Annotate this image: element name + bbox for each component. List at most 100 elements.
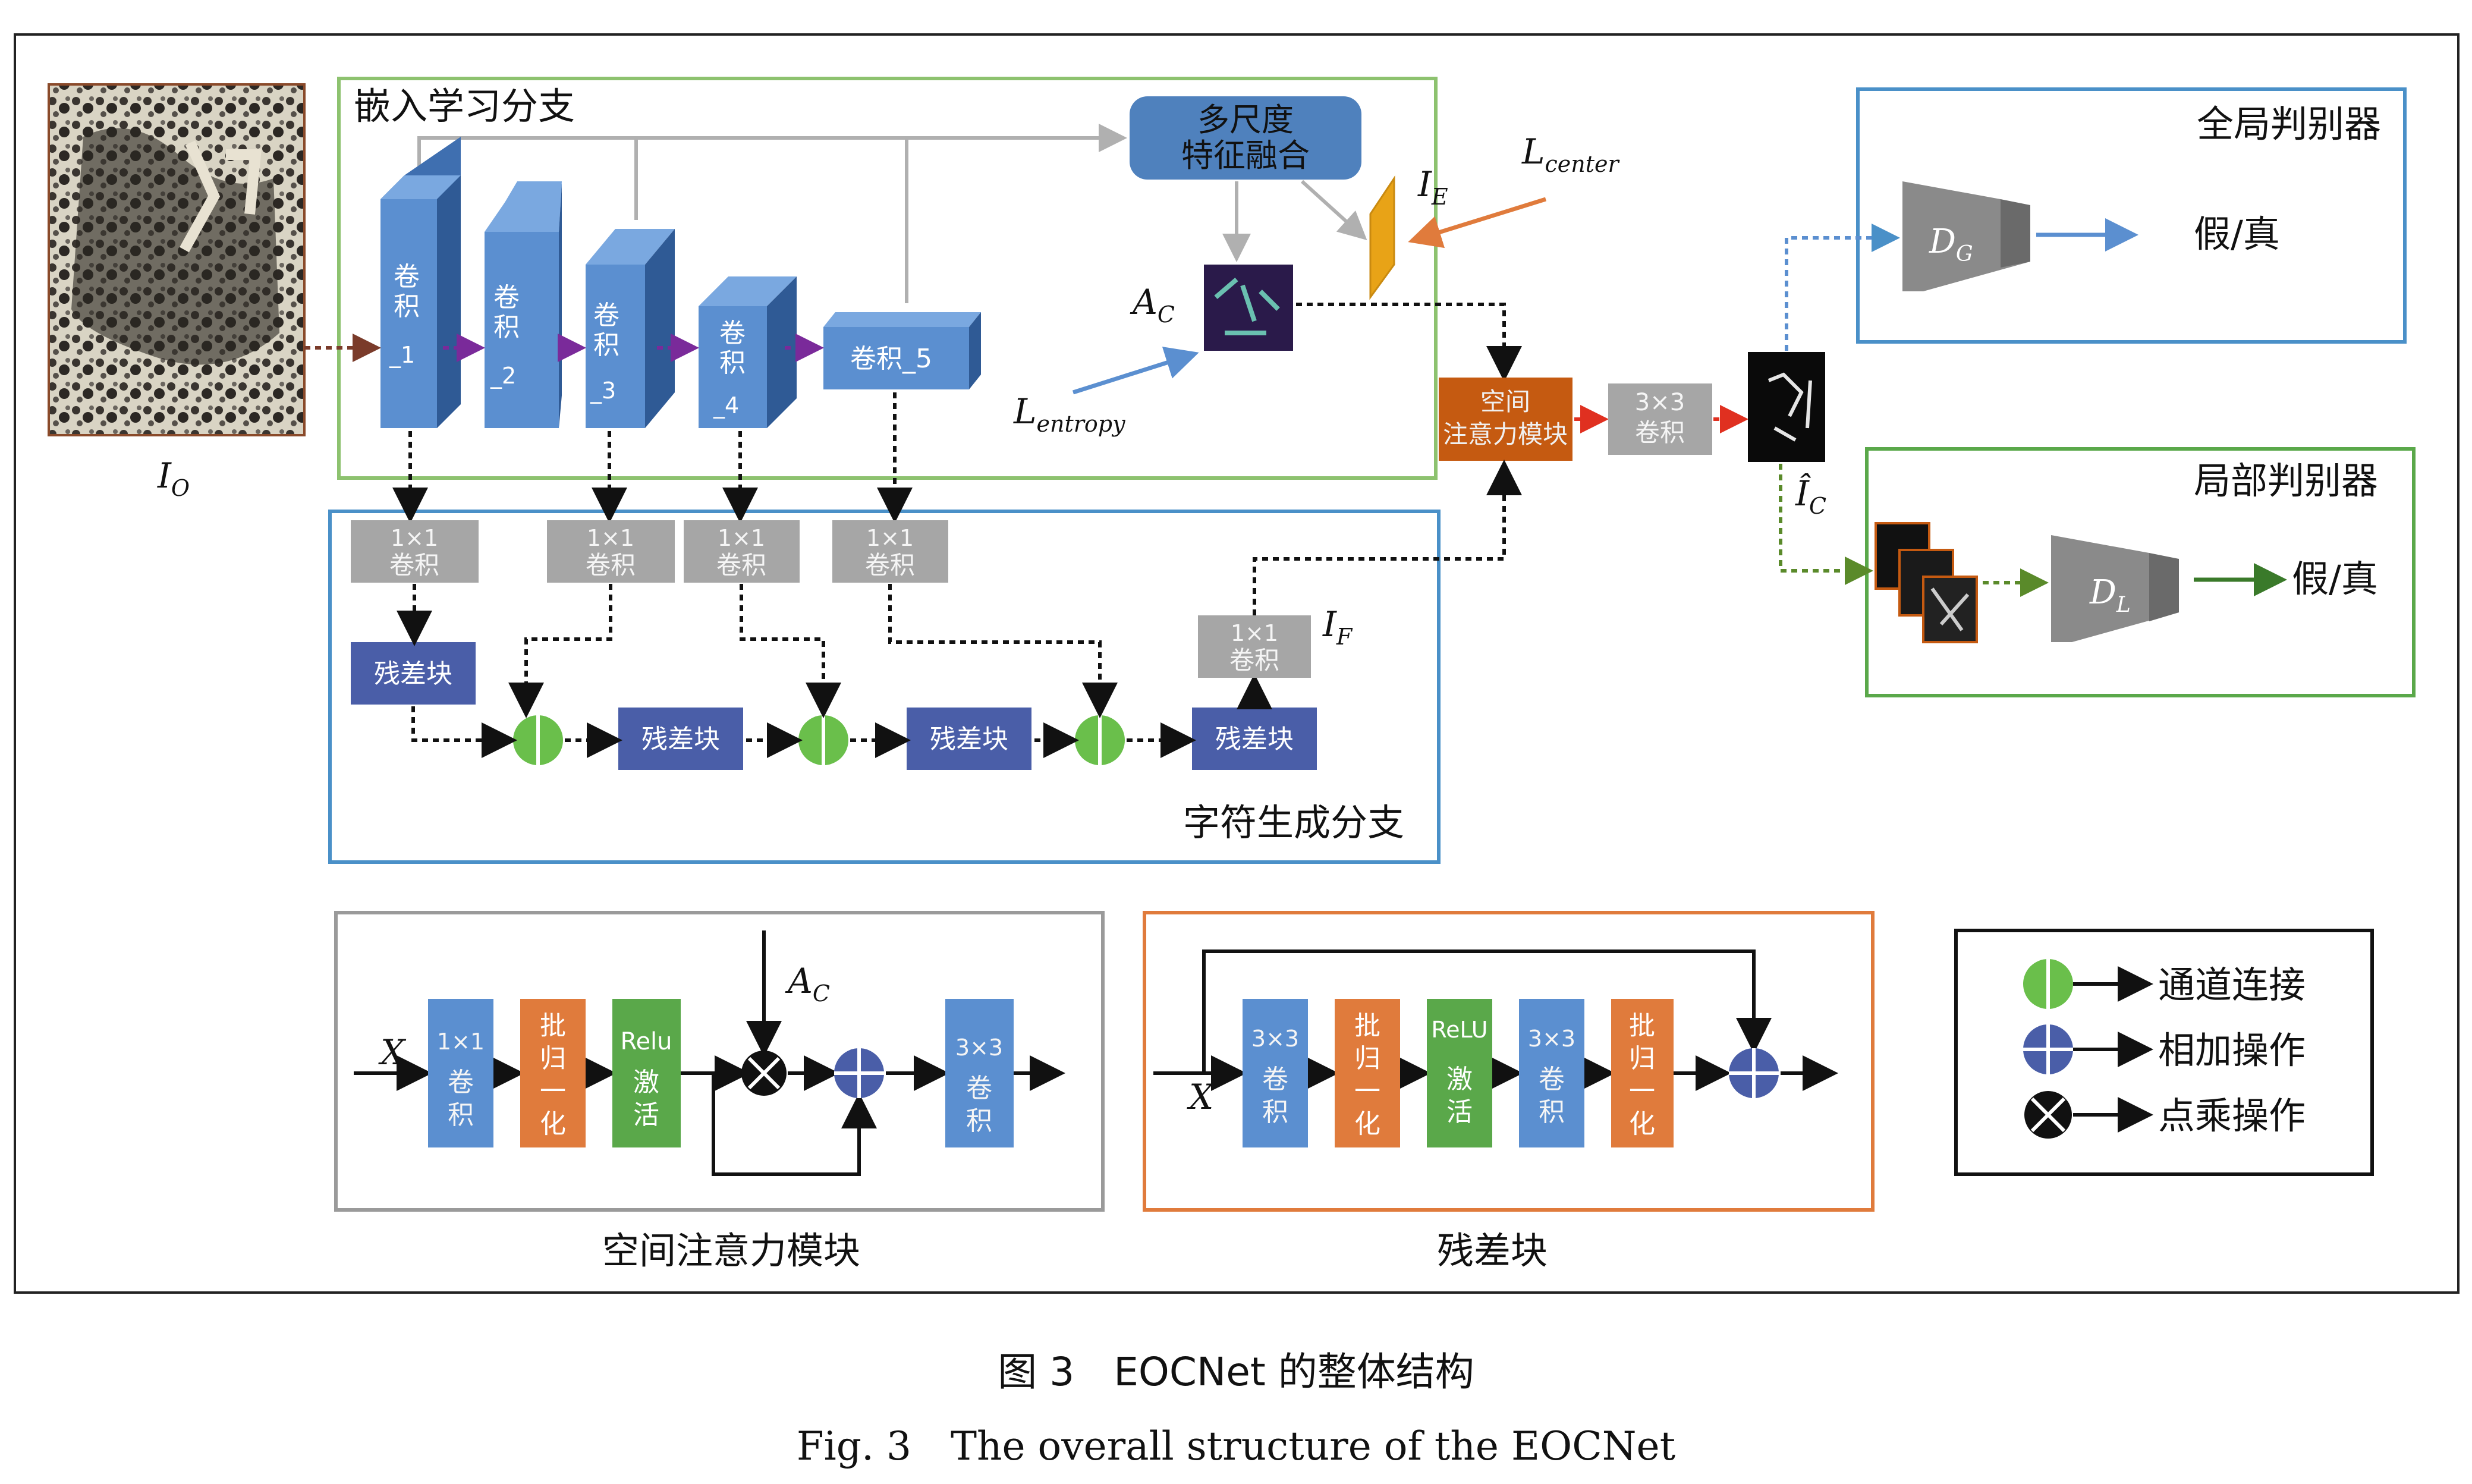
svg-text:卷: 卷 — [448, 1067, 474, 1098]
svg-text:卷积: 卷积 — [586, 551, 636, 580]
svg-text:_4: _4 — [713, 392, 739, 419]
svg-text:残差块: 残差块 — [374, 659, 452, 689]
svg-text:积: 积 — [1262, 1097, 1288, 1127]
svg-text:积: 积 — [493, 312, 520, 342]
svg-text:积: 积 — [593, 330, 619, 360]
output-image — [1748, 352, 1825, 462]
conv-block-2: 卷 积 _2 — [485, 181, 562, 428]
svg-text:3×3: 3×3 — [1528, 1026, 1575, 1052]
res-detail-arrows — [1153, 949, 1838, 1091]
svg-text:1×1: 1×1 — [587, 525, 634, 551]
svg-text:1×1: 1×1 — [866, 525, 914, 551]
sam-detail-add — [834, 1048, 884, 1098]
res-detail-bn-b: 批 归 一 化 — [1611, 999, 1674, 1147]
global-disc-box — [1856, 87, 2407, 344]
svg-text:点乘操作: 点乘操作 — [2158, 1094, 2306, 1137]
resblock-4: 残差块 — [1192, 708, 1317, 770]
resblock-3: 残差块 — [907, 708, 1031, 770]
svg-text:特征融合: 特征融合 — [1181, 137, 1310, 174]
svg-text:一: 一 — [540, 1076, 566, 1106]
dg-output-label: 假/真 — [2194, 212, 2280, 256]
svg-text:_3: _3 — [590, 378, 616, 404]
svg-text:积: 积 — [394, 291, 420, 322]
sam-detail-ac: AC — [785, 961, 830, 1007]
svg-text:化: 化 — [540, 1109, 566, 1139]
svg-text:归: 归 — [1629, 1043, 1655, 1074]
svg-text:化: 化 — [1629, 1109, 1655, 1139]
svg-text:批: 批 — [540, 1011, 566, 1041]
lentropy-arrow — [1072, 347, 1199, 395]
svg-text:积: 积 — [966, 1106, 992, 1136]
char-branch-arrows — [397, 460, 1522, 758]
conv-block-1: 卷 积 _1 — [380, 137, 461, 428]
svg-text:卷积: 卷积 — [1635, 418, 1685, 447]
svg-text:卷积_5: 卷积_5 — [850, 344, 932, 374]
discriminator-dl: DL — [2051, 535, 2179, 642]
svg-text:卷积: 卷积 — [716, 551, 766, 580]
concat-node-1 — [513, 715, 563, 765]
down-arrows — [392, 392, 913, 523]
res-detail-input: X — [1187, 1077, 1215, 1117]
svg-text:积: 积 — [1539, 1097, 1565, 1127]
conv1x1-a: 1×1 卷积 — [351, 520, 479, 583]
discriminator-dg: DG — [1902, 181, 2030, 291]
conv-block-5: 卷积_5 — [823, 312, 981, 389]
label-lcenter: Lcenter — [1521, 131, 1621, 177]
svg-text:多尺度: 多尺度 — [1197, 101, 1294, 139]
concat-node-3 — [1075, 715, 1125, 765]
svg-text:卷积: 卷积 — [1229, 646, 1279, 675]
svg-text:ReLU: ReLU — [1431, 1017, 1487, 1043]
svg-text:Relu: Relu — [620, 1028, 672, 1055]
svg-text:一: 一 — [1629, 1076, 1655, 1106]
label-ic: ÎC — [1795, 473, 1826, 519]
svg-text:积: 积 — [448, 1100, 474, 1130]
embed-branch-label: 嵌入学习分支 — [354, 84, 575, 128]
sam-detail-bn: 批 归 一 化 — [520, 999, 586, 1147]
legend-concat: 通道连接 — [2023, 959, 2306, 1009]
res-detail-conv3x3-a: 3×3 卷 积 — [1243, 999, 1308, 1147]
label-ac: AC — [1130, 282, 1175, 328]
res-detail-add — [1729, 1048, 1779, 1098]
res-detail-box — [1143, 911, 1875, 1212]
char-branch-label: 字符生成分支 — [1183, 801, 1404, 844]
svg-text:卷: 卷 — [593, 300, 619, 331]
svg-text:积: 积 — [719, 348, 746, 378]
res-detail-bn-a: 批 归 一 化 — [1335, 999, 1400, 1147]
sam-detail-conv3x3: 3×3 卷 积 — [945, 999, 1014, 1147]
svg-text:化: 化 — [1354, 1109, 1380, 1139]
dl-output-label: 假/真 — [2292, 557, 2378, 600]
label-io: IO — [157, 455, 190, 501]
svg-text:批: 批 — [1629, 1011, 1655, 1041]
svg-text:残差块: 残差块 — [641, 724, 720, 754]
svg-text:残差块: 残差块 — [1215, 724, 1294, 754]
lcenter-arrow — [1408, 197, 1547, 249]
svg-text:卷积: 卷积 — [389, 551, 439, 580]
input-image — [48, 83, 306, 436]
svg-text:_2: _2 — [490, 363, 516, 389]
svg-text:1×1: 1×1 — [1231, 620, 1278, 646]
svg-text:卷: 卷 — [493, 282, 520, 313]
resblock-1: 残差块 — [351, 642, 476, 705]
res-detail-conv3x3-b: 3×3 卷 积 — [1519, 999, 1584, 1147]
svg-text:卷: 卷 — [1539, 1064, 1565, 1095]
embed-branch-box — [337, 77, 1438, 480]
svg-text:DL: DL — [2089, 573, 2131, 617]
outer-frame — [14, 33, 2460, 1294]
legend-multiply: 点乘操作 — [2024, 1091, 2306, 1139]
svg-text:空间: 空间 — [1480, 387, 1530, 416]
conv-block-4: 卷 积 _4 — [699, 276, 797, 428]
svg-text:批: 批 — [1354, 1011, 1380, 1041]
global-disc-label: 全局判别器 — [2197, 102, 2381, 146]
svg-text:DG: DG — [1929, 222, 1973, 266]
svg-text:激: 激 — [1446, 1064, 1473, 1095]
svg-text:活: 活 — [1446, 1097, 1473, 1127]
conv3x3-box: 3×3 卷积 — [1608, 383, 1712, 455]
svg-text:激: 激 — [633, 1067, 659, 1098]
conv1x1-c: 1×1 卷积 — [684, 520, 800, 583]
feature-ie — [1369, 175, 1395, 300]
label-lentropy: Lentropy — [1013, 391, 1125, 437]
svg-text:注意力模块: 注意力模块 — [1443, 420, 1568, 449]
label-ie: IE — [1417, 164, 1448, 210]
local-disc-label: 局部判别器 — [2194, 459, 2378, 502]
svg-text:卷: 卷 — [1262, 1064, 1288, 1095]
